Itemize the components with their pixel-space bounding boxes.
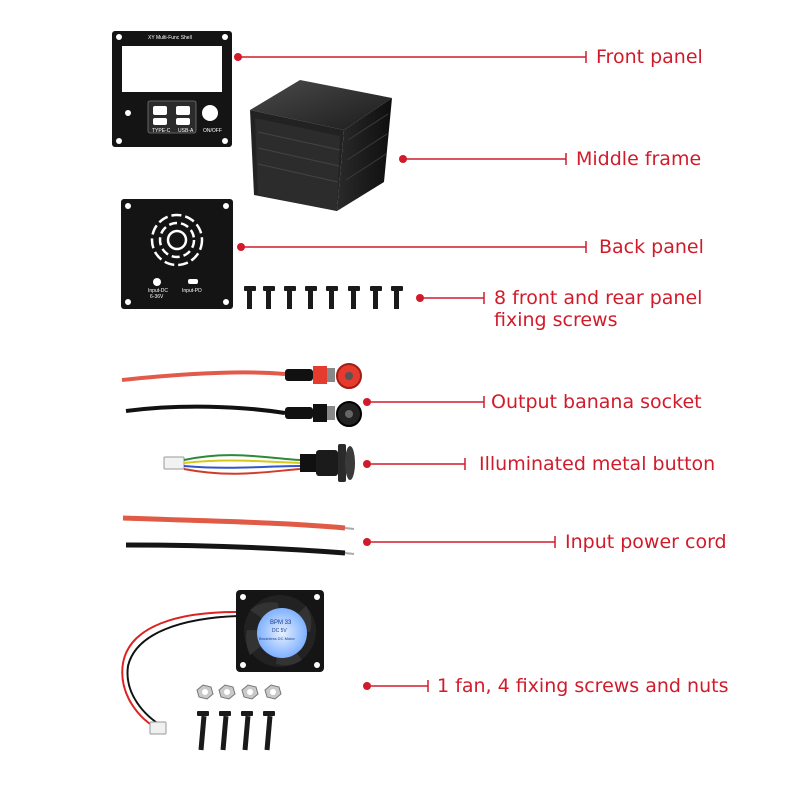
fan-screw-set (197, 711, 275, 751)
banana-socket-photo (121, 363, 362, 427)
nut-icon (218, 684, 236, 700)
screw-icon (284, 286, 296, 309)
front-panel-photo: XY Multi-Func Shell TYPE-C USB-A ON/OFF (112, 31, 232, 147)
label-fan-kit: 1 fan, 4 fixing screws and nuts (437, 675, 729, 697)
nut-set (196, 684, 282, 700)
back-panel-input-dc-range: 6-36V (150, 294, 164, 300)
front-panel-usb-a: USB-A (178, 128, 194, 134)
screw-icon (244, 286, 256, 309)
screw-icon (326, 286, 338, 309)
label-power-cord: Input power cord (565, 531, 727, 553)
screw-icon (370, 286, 382, 309)
screw-icon (263, 711, 275, 751)
back-panel-input-pd: Input-PD (182, 288, 202, 294)
callout-power-cord (363, 536, 556, 548)
middle-frame-photo (250, 80, 392, 211)
front-panel-type-c: TYPE-C (152, 128, 171, 134)
callout-screws (416, 292, 485, 304)
screw-icon (197, 711, 209, 751)
callout-banana-socket (363, 396, 485, 408)
label-middle-frame: Middle frame (576, 148, 702, 170)
metal-button-photo (163, 444, 355, 482)
fan-sticker-line1: BPM 33 (270, 620, 292, 626)
callout-metal-button (363, 458, 466, 470)
callout-front-panel (234, 51, 587, 63)
label-back-panel: Back panel (599, 236, 704, 258)
screw-icon (263, 286, 275, 309)
screw-icon (305, 286, 317, 309)
screw-icon (219, 711, 231, 751)
back-panel-photo: Input-DC 6-36V Input-PD (121, 199, 233, 309)
label-output-socket: Output banana socket (491, 391, 702, 413)
fan-photo: BPM 33 DC 5V Brushless DC Motor (121, 590, 324, 735)
fan-sticker-line3: Brushless DC Motor (259, 636, 295, 641)
screw-icon (391, 286, 403, 309)
back-panel-input-dc: Input-DC (148, 288, 168, 294)
fan-sticker-line2: DC 5V (272, 628, 287, 634)
callout-middle-frame (399, 153, 567, 165)
callout-fan-kit (363, 680, 429, 692)
power-cord-photo (122, 515, 355, 556)
screw-icon (241, 711, 253, 751)
callout-lines (234, 51, 587, 692)
front-panel-title: XY Multi-Func Shell (148, 35, 192, 41)
label-front-panel: Front panel (596, 46, 703, 68)
screw-set (244, 286, 403, 309)
label-screws-line2: fixing screws (494, 309, 618, 331)
label-screws-line1: 8 front and rear panel (494, 287, 703, 309)
nut-icon (241, 684, 259, 700)
front-panel-on-off: ON/OFF (203, 128, 222, 134)
label-metal-button: Illuminated metal button (479, 453, 716, 475)
screw-icon (348, 286, 360, 309)
nut-icon (196, 684, 214, 700)
callout-back-panel (237, 241, 587, 253)
nut-icon (264, 684, 282, 700)
